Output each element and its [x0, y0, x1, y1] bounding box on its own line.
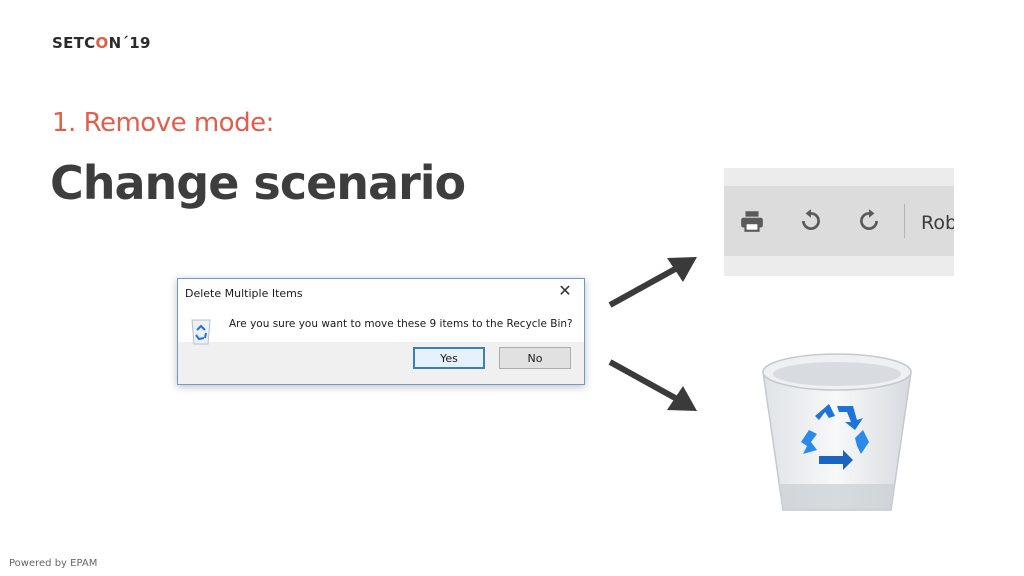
toolbar-top-strip: [724, 168, 954, 186]
delete-confirmation-dialog: Delete Multiple Items ✕ Are you sure you…: [177, 278, 585, 385]
footer-text: Powered by EPAM: [9, 558, 98, 569]
print-icon[interactable]: [739, 208, 765, 234]
logo-part1: SETC: [52, 34, 96, 52]
dialog-body: Are you sure you want to move these 9 it…: [178, 306, 584, 345]
logo-part2: N: [108, 34, 122, 52]
toolbar-bottom-strip: [724, 256, 954, 276]
toolbar-text: Rob: [921, 212, 954, 234]
slide-subtitle: 1. Remove mode:: [52, 108, 274, 138]
toolbar-divider: [904, 204, 905, 238]
yes-button[interactable]: Yes: [413, 347, 485, 369]
recycle-bin-large-icon: [762, 353, 912, 511]
arrow-up-right-icon: [608, 257, 697, 308]
arrow-down-right-icon: [608, 359, 697, 411]
recycle-bin-icon: [191, 319, 211, 345]
redo-icon[interactable]: [856, 208, 882, 234]
slide-title: Change scenario: [50, 156, 466, 210]
no-button[interactable]: No: [499, 347, 571, 369]
toolbar-screenshot: Rob: [724, 168, 954, 276]
logo-accent: O: [95, 34, 109, 52]
dialog-message: Are you sure you want to move these 9 it…: [229, 318, 573, 330]
dialog-titlebar: Delete Multiple Items ✕: [178, 279, 584, 306]
logo-year: ´19: [121, 34, 151, 52]
setcon-logo: SETCON´19: [52, 34, 151, 52]
close-icon[interactable]: ✕: [558, 283, 572, 300]
dialog-title: Delete Multiple Items: [185, 287, 303, 300]
undo-icon[interactable]: [798, 208, 824, 234]
